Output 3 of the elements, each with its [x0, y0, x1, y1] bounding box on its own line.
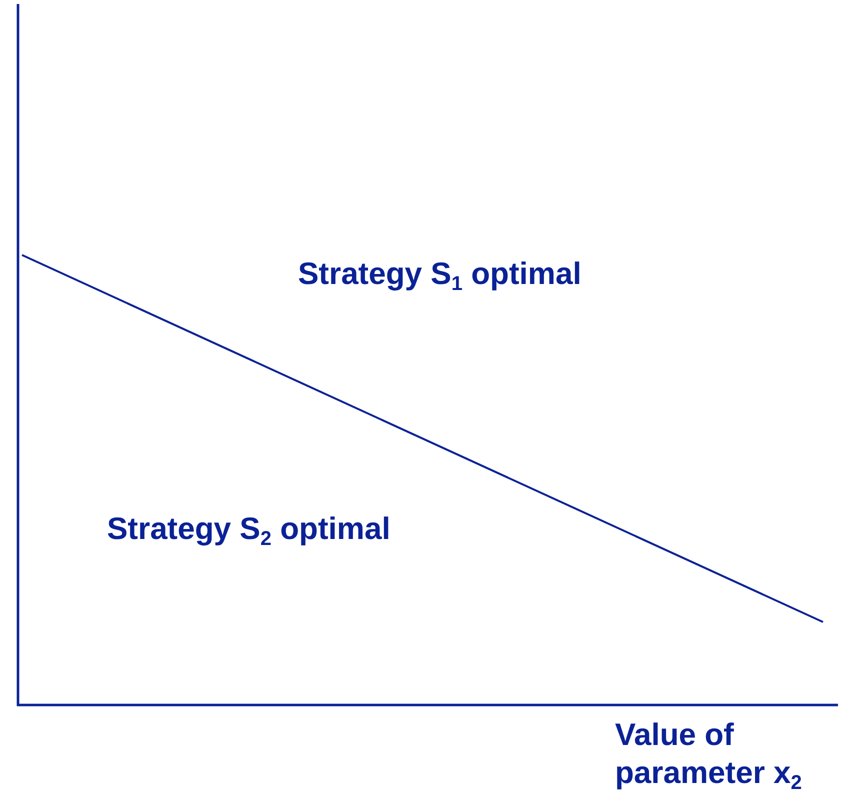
axis-title: Value of parameter x$_{2}$: [615, 716, 803, 792]
region-label: Strategy S$_{1}$ optimal: [298, 255, 582, 293]
region-label: Strategy S$_{2}$ optimal: [107, 510, 390, 548]
